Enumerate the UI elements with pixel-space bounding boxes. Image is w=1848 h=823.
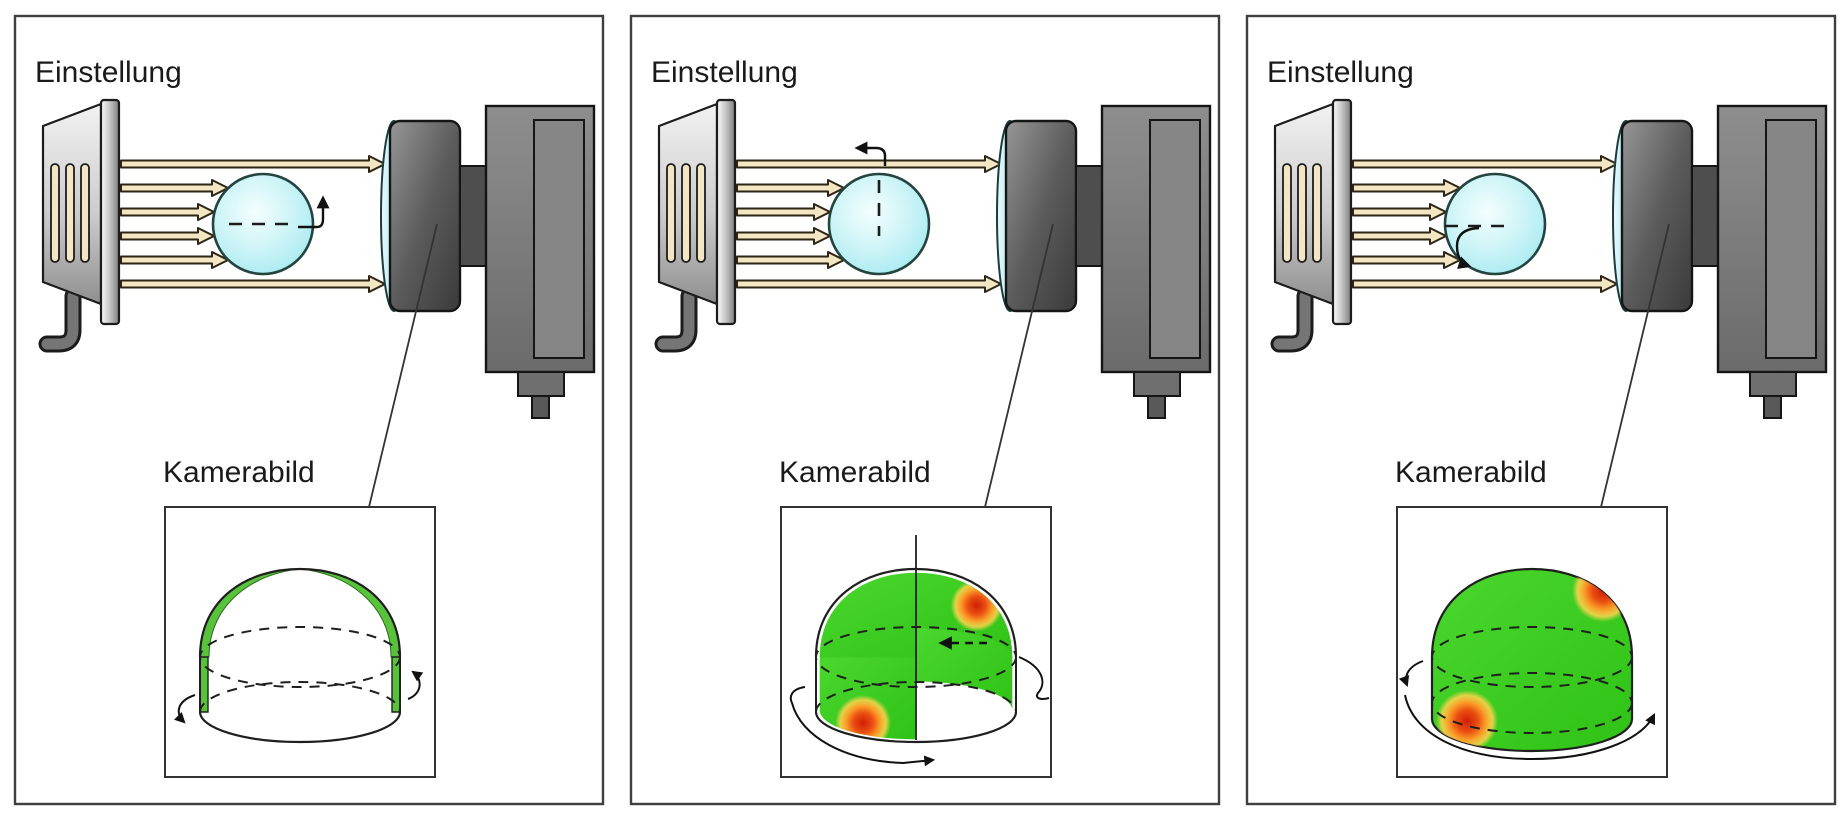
base-sweep-arc-back — [1018, 656, 1050, 700]
camera-image-label: Kamerabild — [779, 456, 931, 489]
callout-line — [1600, 223, 1670, 508]
rotate-right-arrow — [1404, 694, 1655, 761]
camera-image-label: Kamerabild — [1395, 456, 1547, 489]
dome-edges-green — [174, 567, 424, 744]
rotation-arrow-icon — [298, 195, 330, 229]
rotation-arrow-icon — [854, 141, 887, 166]
panel-setting-3: Einstellung Kamerabild — [1245, 14, 1837, 806]
rotation-arrow-icon — [1455, 226, 1480, 269]
panel-title: Einstellung — [651, 56, 798, 89]
panel-title: Einstellung — [35, 56, 182, 89]
rotate-hint-arrow-right — [407, 670, 424, 700]
sphere-sample — [211, 172, 330, 276]
rotate-hint-arrow-left — [174, 694, 196, 724]
rotate-left-arrow — [1398, 660, 1424, 688]
camera-image-label: Kamerabild — [163, 456, 315, 489]
sphere-sample — [1443, 172, 1547, 276]
sphere-sample — [827, 141, 931, 276]
panel-setting-1: Einstellung Kamerabild — [13, 14, 605, 806]
panel-title: Einstellung — [1267, 56, 1414, 89]
panel-setting-2: Einstellung Kamerabild — [629, 14, 1221, 806]
callout-line — [368, 223, 438, 508]
dome-half-green — [789, 535, 1050, 767]
base-sweep-arrow — [789, 686, 936, 767]
callout-line — [984, 223, 1054, 508]
hotspot — [1436, 690, 1498, 751]
dome-full-green — [1398, 567, 1655, 761]
